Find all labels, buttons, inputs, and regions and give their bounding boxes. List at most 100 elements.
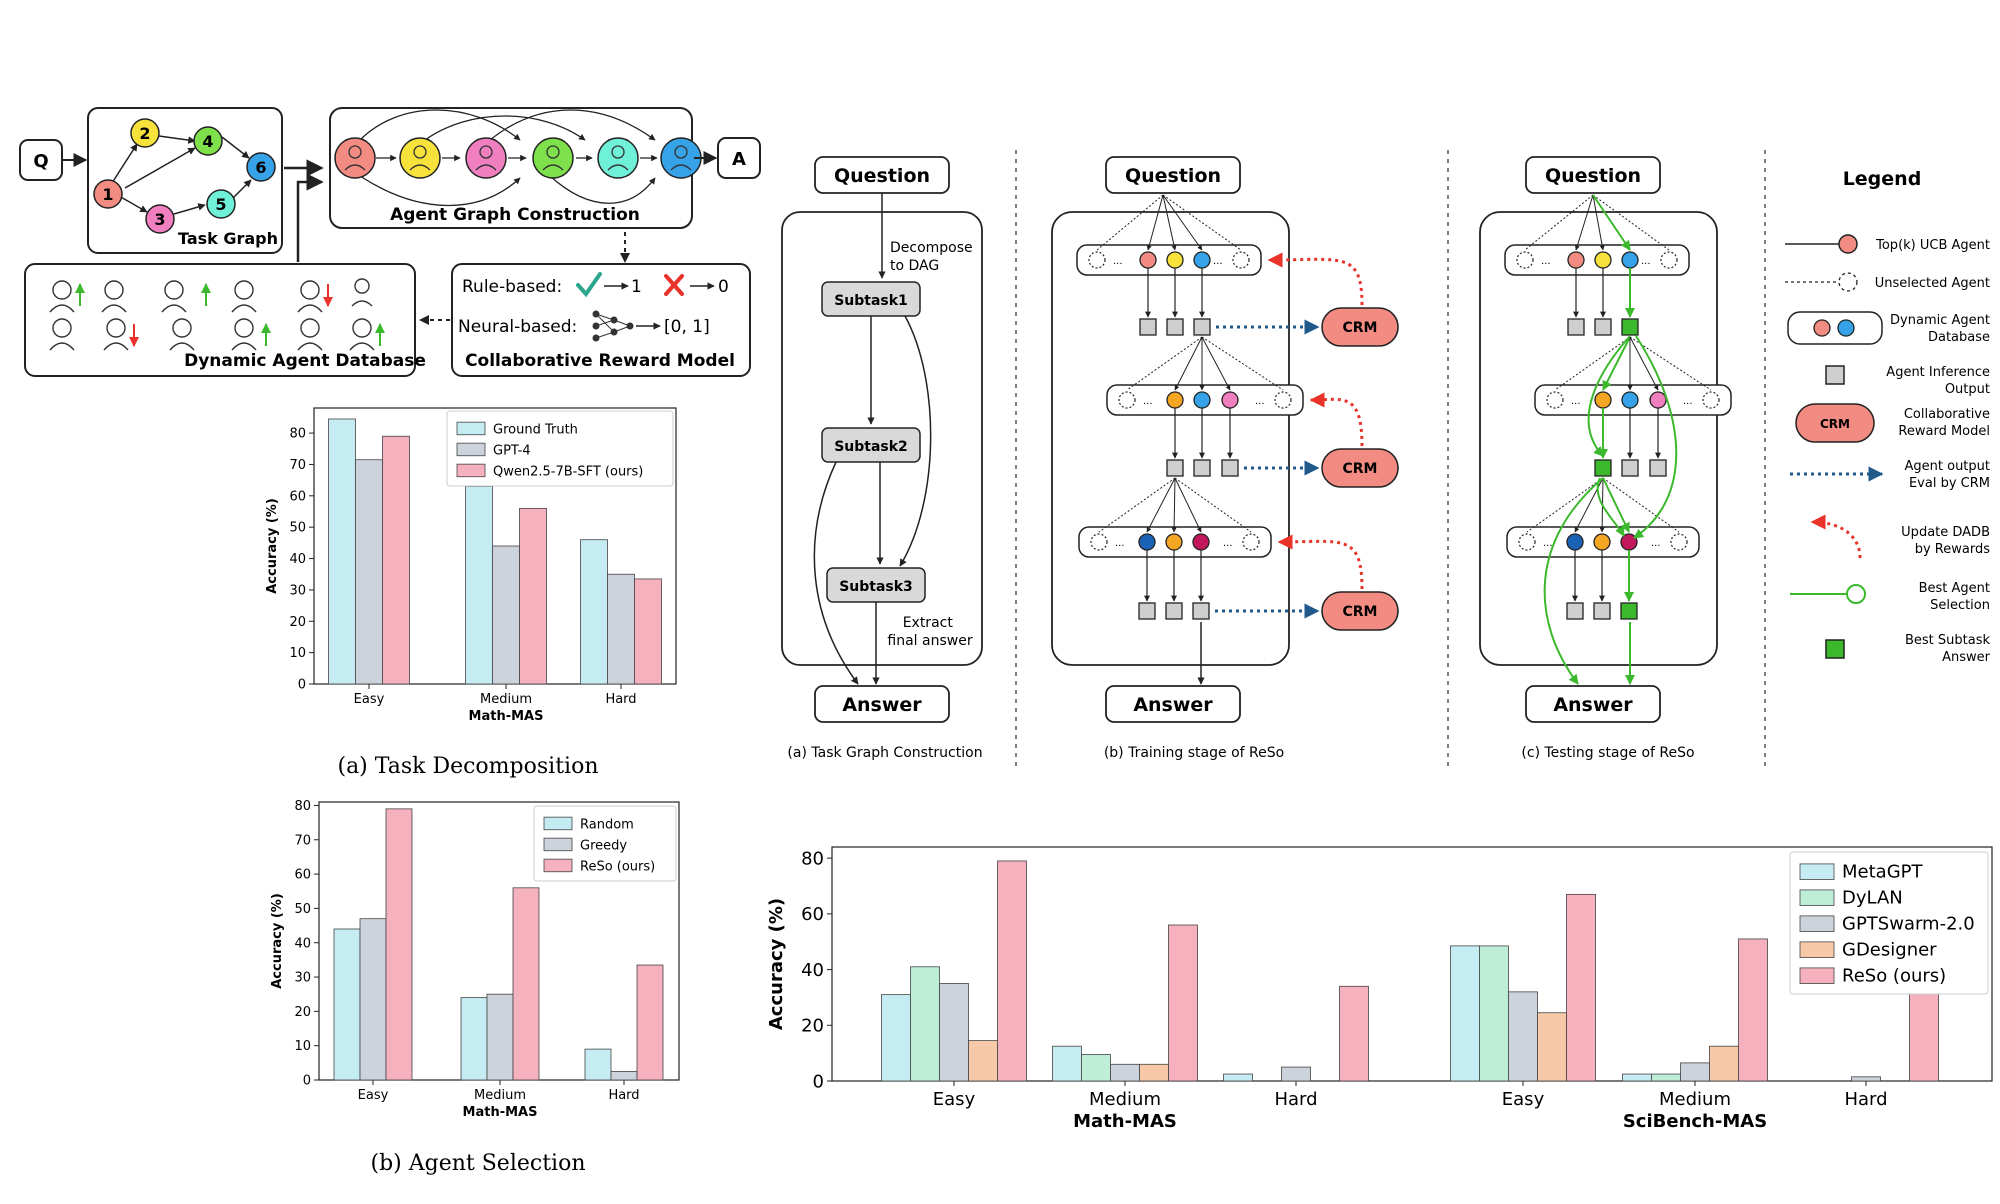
unselected-agent [1670, 533, 1688, 551]
svg-text:5: 5 [215, 195, 226, 214]
selected-agent [1594, 391, 1612, 409]
y-tick-label: 0 [303, 1074, 311, 1089]
extract-note: Extract final answer [887, 615, 972, 649]
agent-graph-edges [359, 109, 658, 207]
best-subtask-answer [1594, 459, 1612, 477]
task-graph-nodes: 1 2 3 4 5 6 [93, 118, 276, 234]
bar-metagpt [881, 994, 911, 1082]
best-path-arrow [1543, 477, 1604, 685]
svg-text:...: ... [1143, 396, 1153, 407]
crm-neural-label: Neural-based: [458, 317, 577, 337]
svg-text:Question: Question [834, 165, 930, 187]
best-subtask-answer [1620, 602, 1638, 620]
crm-chip [1321, 448, 1399, 488]
bar-gptswarm-2-0 [1851, 1076, 1881, 1082]
crm-chip-label: CRM [1343, 461, 1378, 477]
a-label: A [732, 149, 746, 170]
unselected-agent [1660, 251, 1678, 269]
svg-text:...: ... [1213, 256, 1223, 267]
svg-text:Question: Question [1125, 165, 1221, 187]
x-tick-label: Easy [358, 1088, 389, 1103]
legend-label: MetaGPT [1842, 862, 1923, 883]
bar-reso-ours- [385, 808, 413, 1081]
agent-output [1192, 602, 1210, 620]
selected-agent [1221, 391, 1239, 409]
legend-swatch [543, 816, 573, 831]
question-box-c [1525, 156, 1661, 194]
y-tick-label: 20 [801, 1016, 824, 1037]
bar-qwen2-5-7b-sft-ours- [634, 578, 662, 685]
y-tick-label: 50 [294, 902, 311, 917]
bar-dylan [910, 966, 940, 1082]
bar-random [584, 1048, 612, 1081]
legend-label: GDesigner [1842, 940, 1937, 961]
crm-rule-neg: 0 [718, 277, 729, 297]
overview-panel: Q 1 2 3 4 5 6 Task Graph [19, 107, 761, 377]
svg-text:6: 6 [255, 158, 266, 177]
agent-output [1567, 318, 1585, 336]
bar-random [333, 928, 361, 1081]
y-tick-label: 60 [289, 489, 306, 504]
legend-panel: Legend Top(k) UCB Agent Unselected Agent… [1785, 168, 1991, 665]
crm-neural-range: [0, 1] [664, 317, 710, 337]
y-tick-label: 10 [289, 646, 306, 661]
svg-text:Answer: Answer [1133, 694, 1213, 716]
bar-metagpt [1052, 1045, 1082, 1082]
svg-text:2: 2 [139, 124, 150, 143]
legend-swatch [1799, 915, 1835, 932]
task-node-5 [206, 189, 236, 219]
svg-text:...: ... [1571, 396, 1581, 407]
caption-panel-a: (a) Task Graph Construction [787, 745, 982, 761]
y-tick-label: 30 [294, 971, 311, 986]
bar-gpt-4 [492, 545, 520, 685]
answer-box-a [814, 685, 950, 723]
legend-output-icon [1825, 365, 1845, 385]
legend-swatch [456, 463, 486, 478]
y-tick-label: 20 [294, 1005, 311, 1020]
crm-rule-pos: 1 [631, 277, 642, 297]
svg-text:...: ... [1223, 538, 1233, 549]
a-box [717, 137, 761, 179]
best-path-arrow [1633, 335, 1678, 539]
bar-gptswarm-2-0 [1680, 1062, 1710, 1082]
x-group-label: SciBench-MAS [1623, 1111, 1767, 1132]
crm-chip [1321, 307, 1399, 347]
legend-swatch [543, 837, 573, 852]
caption-panel-b: (b) Training stage of ReSo [1104, 745, 1284, 761]
legend-label: GPT-4 [493, 443, 531, 458]
x-tick-label: Hard [1844, 1089, 1887, 1110]
crm-chip-label: CRM [1343, 604, 1378, 620]
decompose-note: Decompose to DAG [890, 240, 977, 274]
bar-ground-truth [328, 418, 356, 685]
neural-net-icon [592, 310, 634, 342]
panel-c: Question .................. Answer (c) T… [1479, 156, 1732, 761]
x-tick-label: Easy [1502, 1089, 1545, 1110]
unselected-agent [1090, 533, 1108, 551]
y-axis-label: Accuracy (%) [265, 498, 280, 594]
bar-gdesigner [968, 1040, 998, 1082]
selected-agent [1567, 251, 1585, 269]
unselected-agent [1516, 251, 1534, 269]
x-group-label: Math-MAS [469, 709, 544, 724]
legend-crm-icon [1795, 403, 1875, 443]
legend-label: ReSo (ours) [580, 859, 655, 874]
update-arrow [1277, 534, 1364, 590]
svg-text:1: 1 [102, 185, 113, 204]
legend-box [1789, 851, 1989, 995]
bar-qwen2-5-7b-sft-ours- [519, 507, 547, 685]
check-icon [576, 272, 602, 298]
bar-gdesigner [1537, 1012, 1567, 1082]
y-tick-label: 60 [801, 904, 824, 925]
plot-frame [831, 846, 1993, 1082]
bar-gdesigner [1139, 1063, 1169, 1082]
bar-reso-ours- [997, 860, 1027, 1082]
crm-title: Collaborative Reward Model [465, 351, 735, 371]
legend-swatch [456, 442, 486, 457]
panel-a: Question Decompose to DAG Subtask1 Subta… [781, 156, 983, 761]
update-arrow [1267, 252, 1364, 306]
svg-text:Answer: Answer [1553, 694, 1633, 716]
x-group-label: Math-MAS [1073, 1111, 1177, 1132]
